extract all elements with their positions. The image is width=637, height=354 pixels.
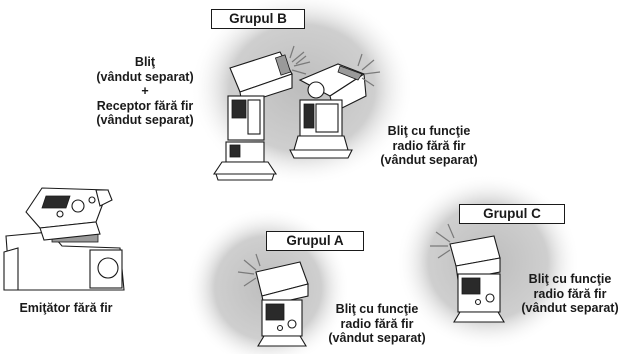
group-b-radio-flash-icon <box>289 63 367 159</box>
group-a-flash-label: Bliţ cu funcţie radio fără fir (vândut s… <box>318 302 436 346</box>
flash-label-line: radio fără fir <box>392 138 466 153</box>
group-b-left-spark-icon <box>289 45 311 75</box>
group-a-radio-flash-icon <box>255 261 309 347</box>
flash-label-line: (vândut separat) <box>328 331 426 345</box>
group-b-right-spark-icon <box>357 53 381 87</box>
wireless-transmitter-label: Emiţător fără fir <box>19 301 113 315</box>
flash-with-receiver-label: Bliţ (vândut separat) + Receptor fără fi… <box>86 55 204 128</box>
wireless-transmitter-icon <box>3 187 125 291</box>
flash-label-line: Bliţ cu funcţie <box>387 124 471 138</box>
flash-label-line: (vândut separat) <box>96 69 194 84</box>
flash-label-line: radio fără fir <box>340 316 414 331</box>
group-b-title: Grupul B <box>211 9 305 29</box>
group-a-title: Grupul A <box>266 231 364 251</box>
group-b-flash-label: Bliţ cu funcţie radio fără fir (vândut s… <box>370 124 488 168</box>
flash-label-line: (vândut separat) <box>521 301 619 315</box>
flash-label-line: (vândut separat) <box>380 153 478 167</box>
group-c-flash-label: Bliţ cu funcţie radio fără fir (vândut s… <box>511 272 629 316</box>
flash-label-line: Bliţ cu funcţie <box>335 302 419 316</box>
flash-label-line: (vândut separat) <box>96 113 194 127</box>
group-c-radio-flash-icon <box>449 235 505 323</box>
group-c-title: Grupul C <box>459 204 565 224</box>
flash-label-line: + <box>141 84 149 98</box>
flash-label-line: radio fără fir <box>533 286 607 301</box>
group-c-spark-icon <box>430 223 455 259</box>
flash-label-line: Bliţ <box>134 55 156 69</box>
flash-with-receiver-icon <box>212 51 293 181</box>
flash-label-line: Receptor fără fir <box>96 98 194 113</box>
flash-label-line: Bliţ cu funcţie <box>528 272 612 286</box>
group-a-spark-icon <box>237 253 261 287</box>
